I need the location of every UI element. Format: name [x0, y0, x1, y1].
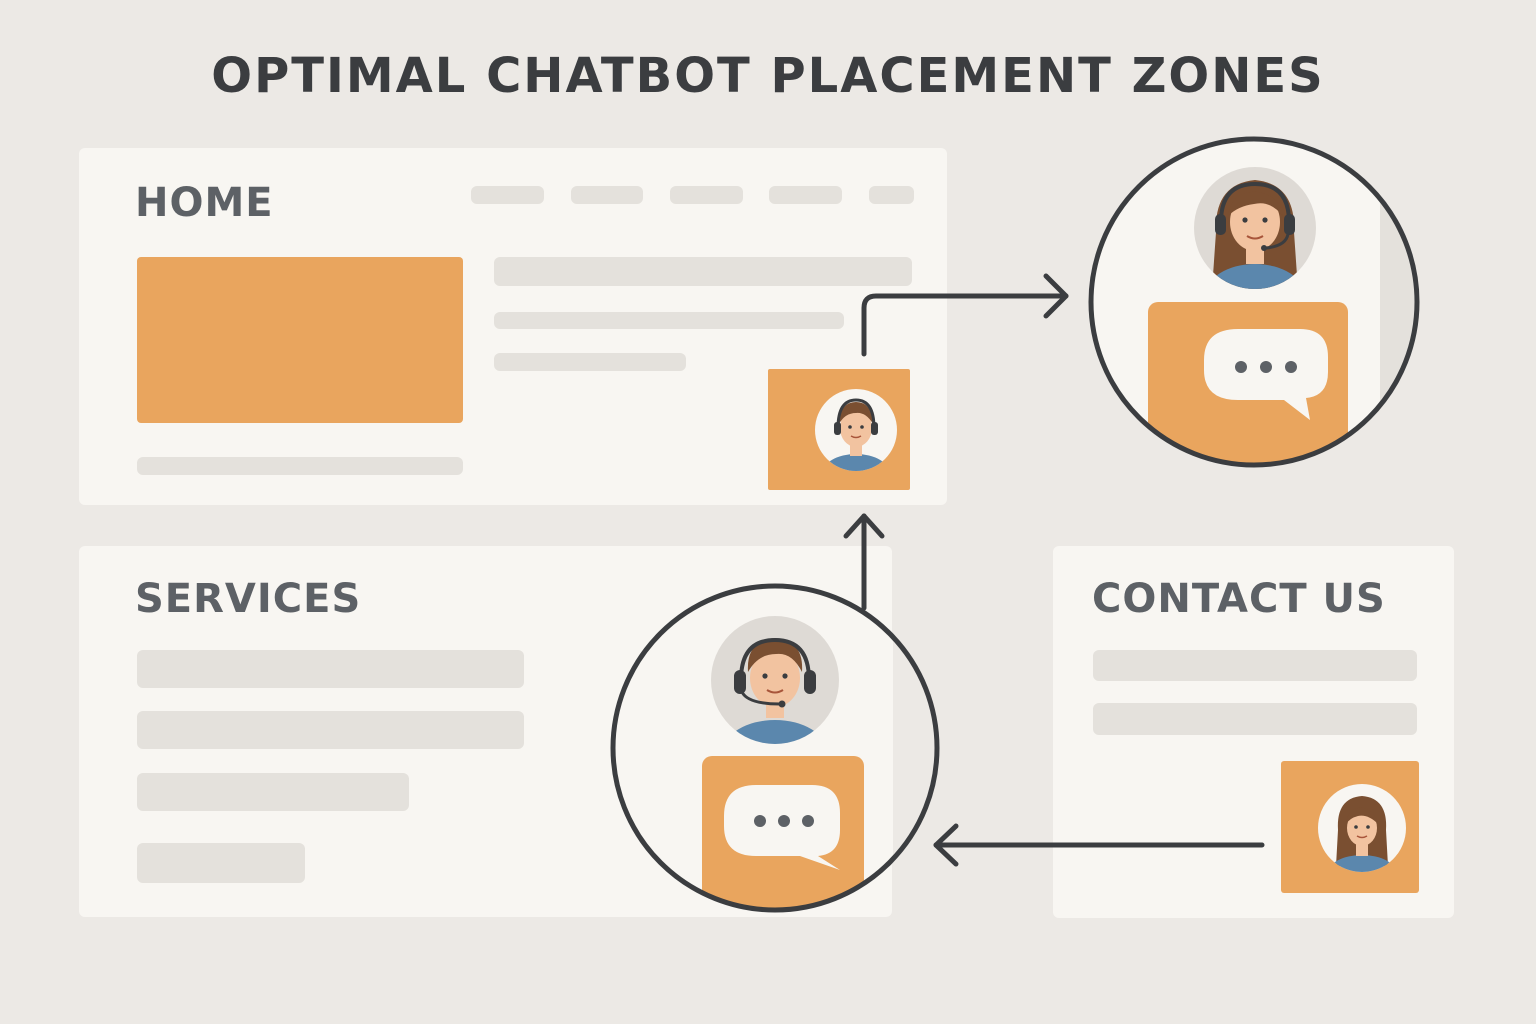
service-line-placeholder-4 — [137, 843, 305, 883]
nav-placeholder-2 — [571, 186, 643, 204]
services-panel-title: SERVICES — [135, 576, 362, 622]
chat-bubble-icon — [1204, 329, 1328, 420]
text-line-placeholder-3 — [494, 353, 686, 371]
arrow-icon — [843, 513, 885, 611]
agent-avatar-icon — [711, 616, 839, 744]
nav-placeholder-5 — [869, 186, 914, 204]
footer-line-placeholder — [137, 457, 463, 475]
service-line-placeholder-3 — [137, 773, 409, 811]
chat-bubble-icon — [724, 785, 840, 870]
nav-placeholder-4 — [769, 186, 842, 204]
contact-line-placeholder-2 — [1093, 703, 1417, 735]
text-line-placeholder-1 — [494, 257, 912, 286]
diagram-title: OPTIMAL CHATBOT PLACEMENT ZONES — [211, 48, 1325, 104]
text-line-placeholder-2 — [494, 312, 844, 329]
contact-panel-title: CONTACT US — [1092, 576, 1386, 622]
hero-image-placeholder — [137, 257, 463, 423]
arrow-icon — [861, 273, 1069, 357]
arrow-icon — [933, 823, 1265, 867]
agent-avatar-icon — [1318, 784, 1406, 872]
agent-avatar-icon — [815, 389, 897, 471]
nav-placeholder-1 — [471, 186, 544, 204]
agent-avatar-icon — [1194, 167, 1316, 289]
nav-placeholder-3 — [670, 186, 743, 204]
contact-line-placeholder-1 — [1093, 650, 1417, 681]
home-panel-title: HOME — [135, 180, 274, 226]
service-line-placeholder-2 — [137, 711, 524, 749]
service-line-placeholder-1 — [137, 650, 524, 688]
